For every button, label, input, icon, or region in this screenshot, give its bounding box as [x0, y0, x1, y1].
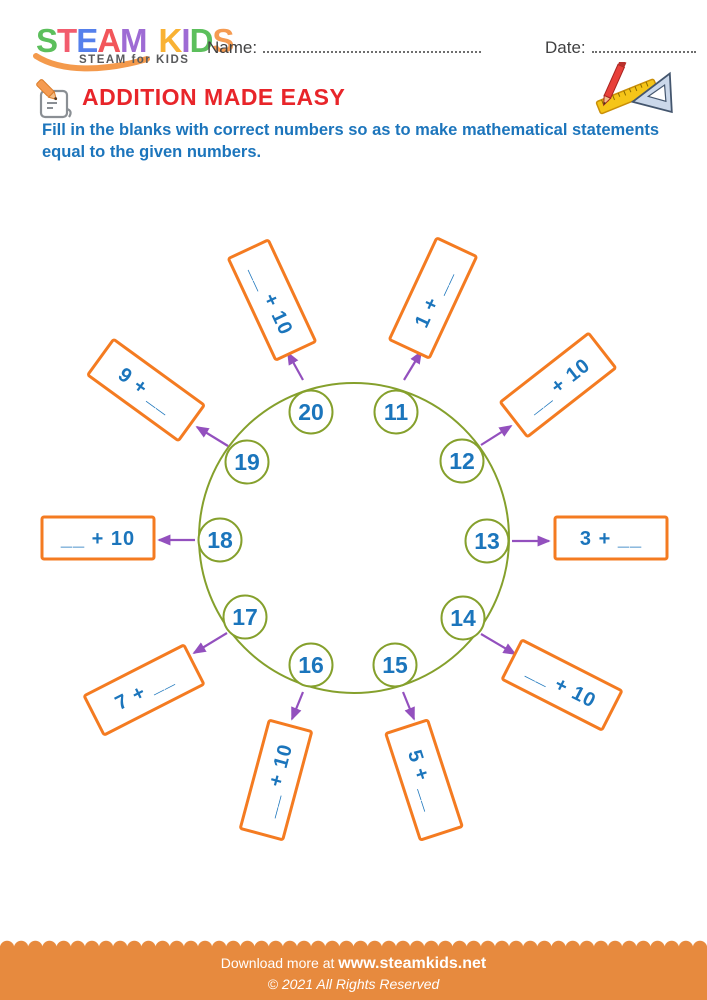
- logo-letter: D: [189, 22, 214, 59]
- number-circle-12: 12: [439, 438, 485, 484]
- footer-scalloped-edge: [0, 940, 707, 948]
- footer: Download more at www.steamkids.net © 202…: [0, 940, 707, 1000]
- number-text: 14: [450, 605, 476, 631]
- footer-prefix: Download more at: [220, 955, 335, 971]
- number-circle-16: 16: [288, 642, 334, 688]
- number-text: 19: [234, 449, 260, 475]
- number-text: 17: [232, 604, 258, 630]
- logo-letter: S: [212, 22, 234, 59]
- logo-letter: K: [158, 22, 183, 59]
- expression-text: 3 + __: [580, 528, 642, 550]
- expression-text: __ + 10: [60, 528, 135, 550]
- name-field: Name:: [207, 38, 482, 58]
- expression-box-16[interactable]: __ + 10: [239, 719, 313, 841]
- instructions-line2: equal to the given numbers.: [42, 142, 262, 161]
- arrow-from-15: [401, 691, 416, 721]
- expression-box-17[interactable]: 7 + __: [83, 644, 205, 736]
- date-field: Date:: [545, 38, 696, 58]
- logo-tagline: STEAM for KIDS: [79, 54, 190, 66]
- number-text: 11: [384, 399, 409, 425]
- arrow-from-12: [480, 425, 513, 446]
- expression-box-18[interactable]: __ + 10: [40, 515, 156, 561]
- instructions-line1: Fill in the blanks with correct numbers …: [42, 121, 660, 139]
- notepad-pencil-icon: [36, 79, 72, 119]
- expression-box-13[interactable]: 3 + __: [553, 515, 669, 561]
- arrow-from-14: [480, 633, 517, 655]
- footer-copyright: © 2021 All Rights Reserved: [267, 976, 440, 992]
- number-circle-14: 14: [440, 595, 486, 641]
- expression-box-15[interactable]: 5 + __: [384, 718, 464, 842]
- logo-letter: E: [76, 22, 98, 59]
- logo-letter: S: [36, 22, 58, 59]
- expression-box-11[interactable]: 1 + __: [388, 237, 478, 359]
- arrow-from-20: [287, 351, 304, 381]
- footer-bar: Download more at www.steamkids.net © 202…: [0, 948, 707, 1000]
- ruler-and-set-square-icon: [595, 62, 673, 115]
- logo-swoosh-icon: [33, 53, 150, 72]
- expression-box-20[interactable]: __ + 10: [227, 239, 317, 361]
- logo-letter: M: [120, 22, 147, 59]
- number-text: 16: [298, 652, 324, 678]
- arrow-from-11: [403, 350, 422, 381]
- name-input-line[interactable]: [263, 38, 482, 53]
- main-circle: [198, 382, 510, 694]
- expression-box-14[interactable]: __ + 10: [501, 639, 623, 731]
- logo-letter: I: [181, 22, 190, 59]
- date-label: Date:: [545, 38, 586, 57]
- logo-letter: T: [57, 22, 77, 59]
- number-circle-20: 20: [288, 389, 334, 435]
- number-text: 18: [207, 527, 233, 553]
- number-text: 13: [474, 528, 500, 554]
- addition-wheel-diagram: 1 + __ __ + 10 3 + __ __ + 10 5 + __ __ …: [40, 237, 669, 842]
- number-circle-19: 19: [224, 439, 270, 485]
- number-circle-17: 17: [222, 594, 268, 640]
- arrow-from-19: [195, 426, 229, 447]
- date-input-line[interactable]: [591, 38, 696, 53]
- name-label: Name:: [207, 38, 258, 57]
- number-circle-15: 15: [372, 642, 418, 688]
- arrow-from-17: [192, 632, 228, 654]
- footer-url-link[interactable]: www.steamkids.net: [338, 955, 487, 972]
- logo-letter: A: [97, 22, 121, 59]
- instructions: Fill in the blanks with correct numbers …: [42, 120, 672, 164]
- arrow-from-16: [290, 691, 305, 721]
- number-text: 20: [298, 399, 324, 425]
- expression-box-19[interactable]: 9 + __: [87, 338, 205, 442]
- number-text: 15: [382, 652, 408, 678]
- number-circle-11: 11: [373, 389, 419, 435]
- page-title: ADDITION MADE EASY: [82, 84, 346, 110]
- number-text: 12: [449, 448, 475, 474]
- expression-box-12[interactable]: __ + 10: [499, 332, 617, 438]
- number-circle-13: 13: [464, 518, 510, 564]
- number-circle-18: 18: [197, 517, 243, 563]
